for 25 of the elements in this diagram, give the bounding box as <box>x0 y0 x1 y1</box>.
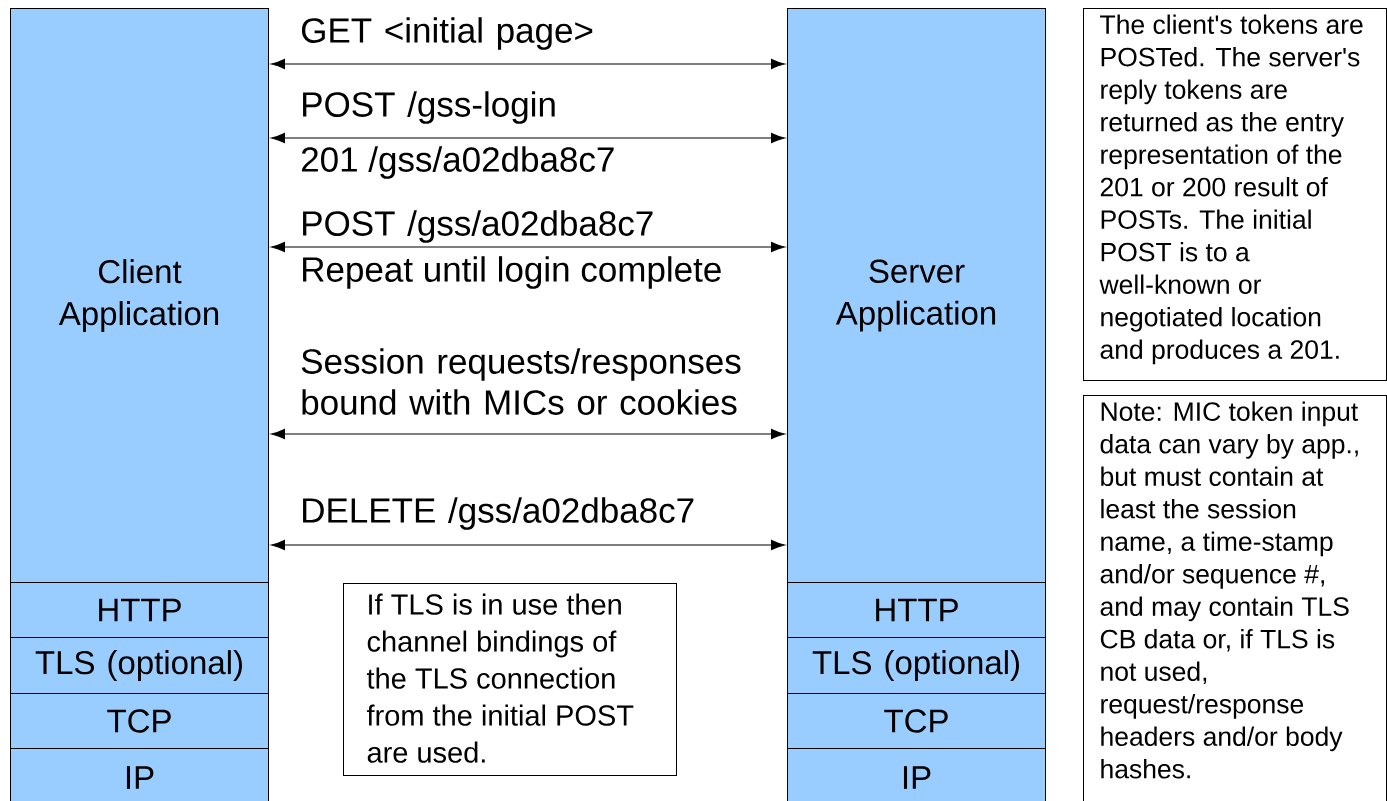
message-label: Repeat until login complete <box>303 256 721 289</box>
protocol-layer-box: HTTP <box>787 582 1046 638</box>
edge-label: DELETE /gss/a02dba8c7 <box>303 497 694 530</box>
double-arrow <box>271 428 785 440</box>
double-arrow <box>271 241 785 253</box>
edge-label: POST /gss/a02dba8c7 <box>303 210 653 243</box>
node-label: IP <box>903 766 931 789</box>
protocol-layer-box: IP <box>787 748 1046 801</box>
protocol-layer-box: TCP <box>10 693 269 749</box>
double-arrow <box>271 539 785 551</box>
double-arrow <box>271 132 785 144</box>
node-label: IP <box>126 766 154 789</box>
edge-label: POST /gss-login <box>303 91 555 124</box>
edge-label: GET <initial page> <box>301 17 593 50</box>
edge-label: Session requests/responses bound with MICs or cookies <box>301 348 741 415</box>
double-arrow <box>271 58 785 70</box>
protocol-layer-box: TLS (optional) <box>787 637 1046 694</box>
protocol-layer-box: IP <box>10 748 269 801</box>
protocol-layer-box: TCP <box>787 693 1046 749</box>
note-box: Note: MIC token input data can vary by app., but must contain at least the session name, a time-stamp and/or sequence #, and may contain TLS CB data or, if TLS is not used, request/response headers and/or body hashes. <box>1083 395 1387 801</box>
protocol-layer-box: HTTP <box>10 582 269 638</box>
message-label: 201 /gss/a02dba8c7 <box>301 146 614 179</box>
protocol-layer-box: TLS (optional) <box>10 637 269 694</box>
note-box: The client's tokens are POSTed. The server's reply tokens are returned as the entry representation of the 201 or 200 result of POSTs. The initial POST is to a well-known or negotiated location and produces a 201. <box>1083 8 1387 381</box>
note-box: If TLS is in use then channel bindings of the TLS connection from the initial POST are used. <box>343 583 677 776</box>
